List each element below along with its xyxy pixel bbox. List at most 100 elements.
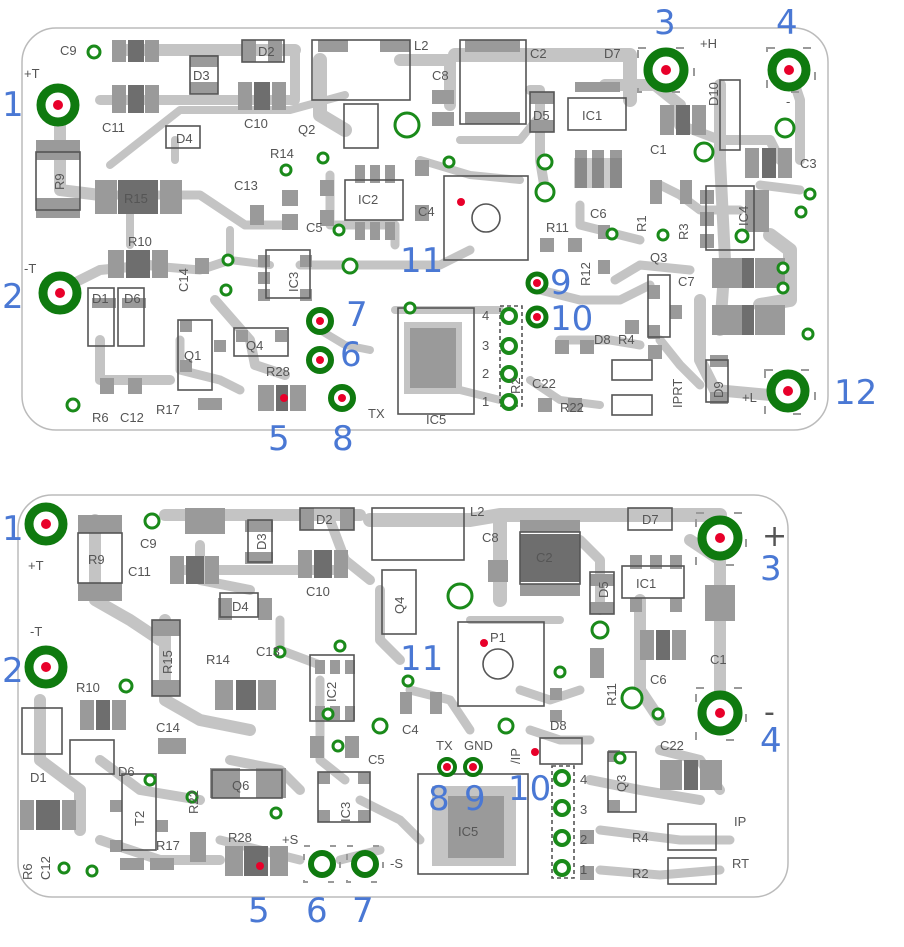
label-top-r14: R14 <box>270 146 294 161</box>
label-bottom-d3: D3 <box>254 533 269 550</box>
label-bottom-ic5: IC5 <box>458 824 478 839</box>
label-bottom-ic3: IC3 <box>338 802 353 822</box>
label-top-pin-1: 1 <box>482 394 489 409</box>
callout-bottom-5: 5 <box>248 891 270 931</box>
label-bottom-d8: D8 <box>550 718 567 733</box>
callout-top-3: 3 <box>654 3 676 43</box>
label-bottom-c22: C22 <box>660 738 684 753</box>
bottom-dark-pads <box>36 534 698 876</box>
label-top-c5: C5 <box>306 220 323 235</box>
label-top-ic1: IC1 <box>582 108 602 123</box>
label-top-ic5: IC5 <box>426 412 446 427</box>
callout-top-4: 4 <box>776 3 798 43</box>
label-top-r28: R28 <box>266 364 290 379</box>
label-bottom-q4: Q4 <box>392 597 407 614</box>
callout-top-10: 10 <box>550 299 593 339</box>
bottom-traces <box>34 508 735 880</box>
label-top-d9: D9 <box>711 381 726 398</box>
label-bottom-r4: R4 <box>632 830 649 845</box>
label-top-tx: TX <box>368 406 385 421</box>
callout-bottom-2: 2 <box>2 651 24 691</box>
callout-top-5: 5 <box>268 419 290 459</box>
label-bottom-c2: C2 <box>536 550 553 565</box>
label-top-c1: C1 <box>650 142 667 157</box>
top-vias <box>65 44 817 413</box>
label-top-plus-t: +T <box>24 66 40 81</box>
label-bottom-d5: D5 <box>596 581 611 598</box>
label-top-d10: D10 <box>706 82 721 106</box>
top-board: +T -T C9 C11 D3 D2 C10 D4 L2 Q2 C8 C2 D7… <box>2 3 877 459</box>
label-bottom-plus-t: +T <box>28 558 44 573</box>
callout-top-6: 6 <box>340 335 362 375</box>
callout-bottom-7: 7 <box>352 891 374 931</box>
label-top-c9: C9 <box>60 43 77 58</box>
label-top-c6: C6 <box>590 206 607 221</box>
label-top-r22: R22 <box>560 400 584 415</box>
label-top-d4: D4 <box>176 131 193 146</box>
callout-top-12: 12 <box>834 373 877 413</box>
label-top-c12: C12 <box>120 410 144 425</box>
label-top-q4: Q4 <box>246 338 263 353</box>
label-top-d2: D2 <box>258 44 275 59</box>
label-bottom-plus-s: +S <box>282 832 299 847</box>
label-bottom-r6: R6 <box>20 863 35 880</box>
callout-bottom-8: 8 <box>428 779 450 819</box>
label-top-r10: R10 <box>128 234 152 249</box>
label-bottom-q3: Q3 <box>614 775 629 792</box>
label-top-c10: C10 <box>244 116 268 131</box>
callout-bottom-4: 4 <box>760 721 782 761</box>
callout-bottom-10: 10 <box>508 769 551 809</box>
top-test-points <box>280 198 549 402</box>
label-bottom-r15: R15 <box>160 650 175 674</box>
label-top-plus-l: +L <box>742 390 757 405</box>
bottom-pads <box>20 508 735 880</box>
label-top-q1: Q1 <box>184 348 201 363</box>
label-bottom-pin-1: 1 <box>580 862 587 877</box>
label-top-r11: R11 <box>546 220 569 235</box>
top-header-pins <box>499 305 523 411</box>
label-bottom-polarity-minus: - <box>764 695 775 730</box>
label-top-r9: R9 <box>52 173 67 190</box>
label-top-r17: R17 <box>156 402 180 417</box>
label-top-q3: Q3 <box>650 250 667 265</box>
label-top-l2: L2 <box>414 38 428 53</box>
label-top-c11: C11 <box>102 120 125 135</box>
label-top-d1: D1 <box>92 291 109 306</box>
label-bottom-c12: C12 <box>38 856 53 880</box>
label-top-c22: C22 <box>532 376 556 391</box>
label-top-d8: D8 <box>594 332 611 347</box>
label-bottom-r17: R17 <box>156 838 180 853</box>
label-bottom-c11: C11 <box>128 564 151 579</box>
label-bottom-c1: C1 <box>710 652 727 667</box>
label-bottom-tx: TX <box>436 738 453 753</box>
label-bottom-ic2: IC2 <box>324 682 339 702</box>
label-top-pin-3: 3 <box>482 338 489 353</box>
label-bottom-d2: D2 <box>316 512 333 527</box>
top-callouts: 1 2 3 4 5 6 7 8 9 10 11 12 <box>2 3 877 459</box>
label-top-pin-2: 2 <box>482 366 489 381</box>
label-bottom-gnd: GND <box>464 738 493 753</box>
label-top-c13: C13 <box>234 178 258 193</box>
label-top-c7: C7 <box>678 274 695 289</box>
label-bottom-pin-2: 2 <box>580 832 587 847</box>
callout-bottom-6: 6 <box>306 891 328 931</box>
label-bottom-d7: D7 <box>642 512 659 527</box>
label-bottom-polarity-plus: + <box>762 519 787 554</box>
bottom-vias <box>57 512 665 878</box>
label-bottom-q6: Q6 <box>232 778 249 793</box>
label-bottom-minus-t: -T <box>30 624 42 639</box>
label-bottom-r28: R28 <box>228 830 252 845</box>
label-top-pin-4: 4 <box>482 308 489 323</box>
label-bottom-ip: /IP <box>508 748 523 764</box>
callout-bottom-11: 11 <box>400 639 443 679</box>
callout-bottom-9: 9 <box>464 779 486 819</box>
bottom-callouts: 1 2 3 4 5 6 7 8 9 10 11 <box>2 509 782 931</box>
label-top-r1: R1 <box>634 215 649 232</box>
label-bottom-r2: R2 <box>632 866 649 881</box>
label-bottom-c6: C6 <box>650 672 667 687</box>
label-bottom-d4: D4 <box>232 599 249 614</box>
label-bottom-c8: C8 <box>482 530 499 545</box>
top-silk-labels: +T -T C9 C11 D3 D2 C10 D4 L2 Q2 C8 C2 D7… <box>24 36 817 427</box>
label-bottom-pin-4: 4 <box>580 772 587 787</box>
